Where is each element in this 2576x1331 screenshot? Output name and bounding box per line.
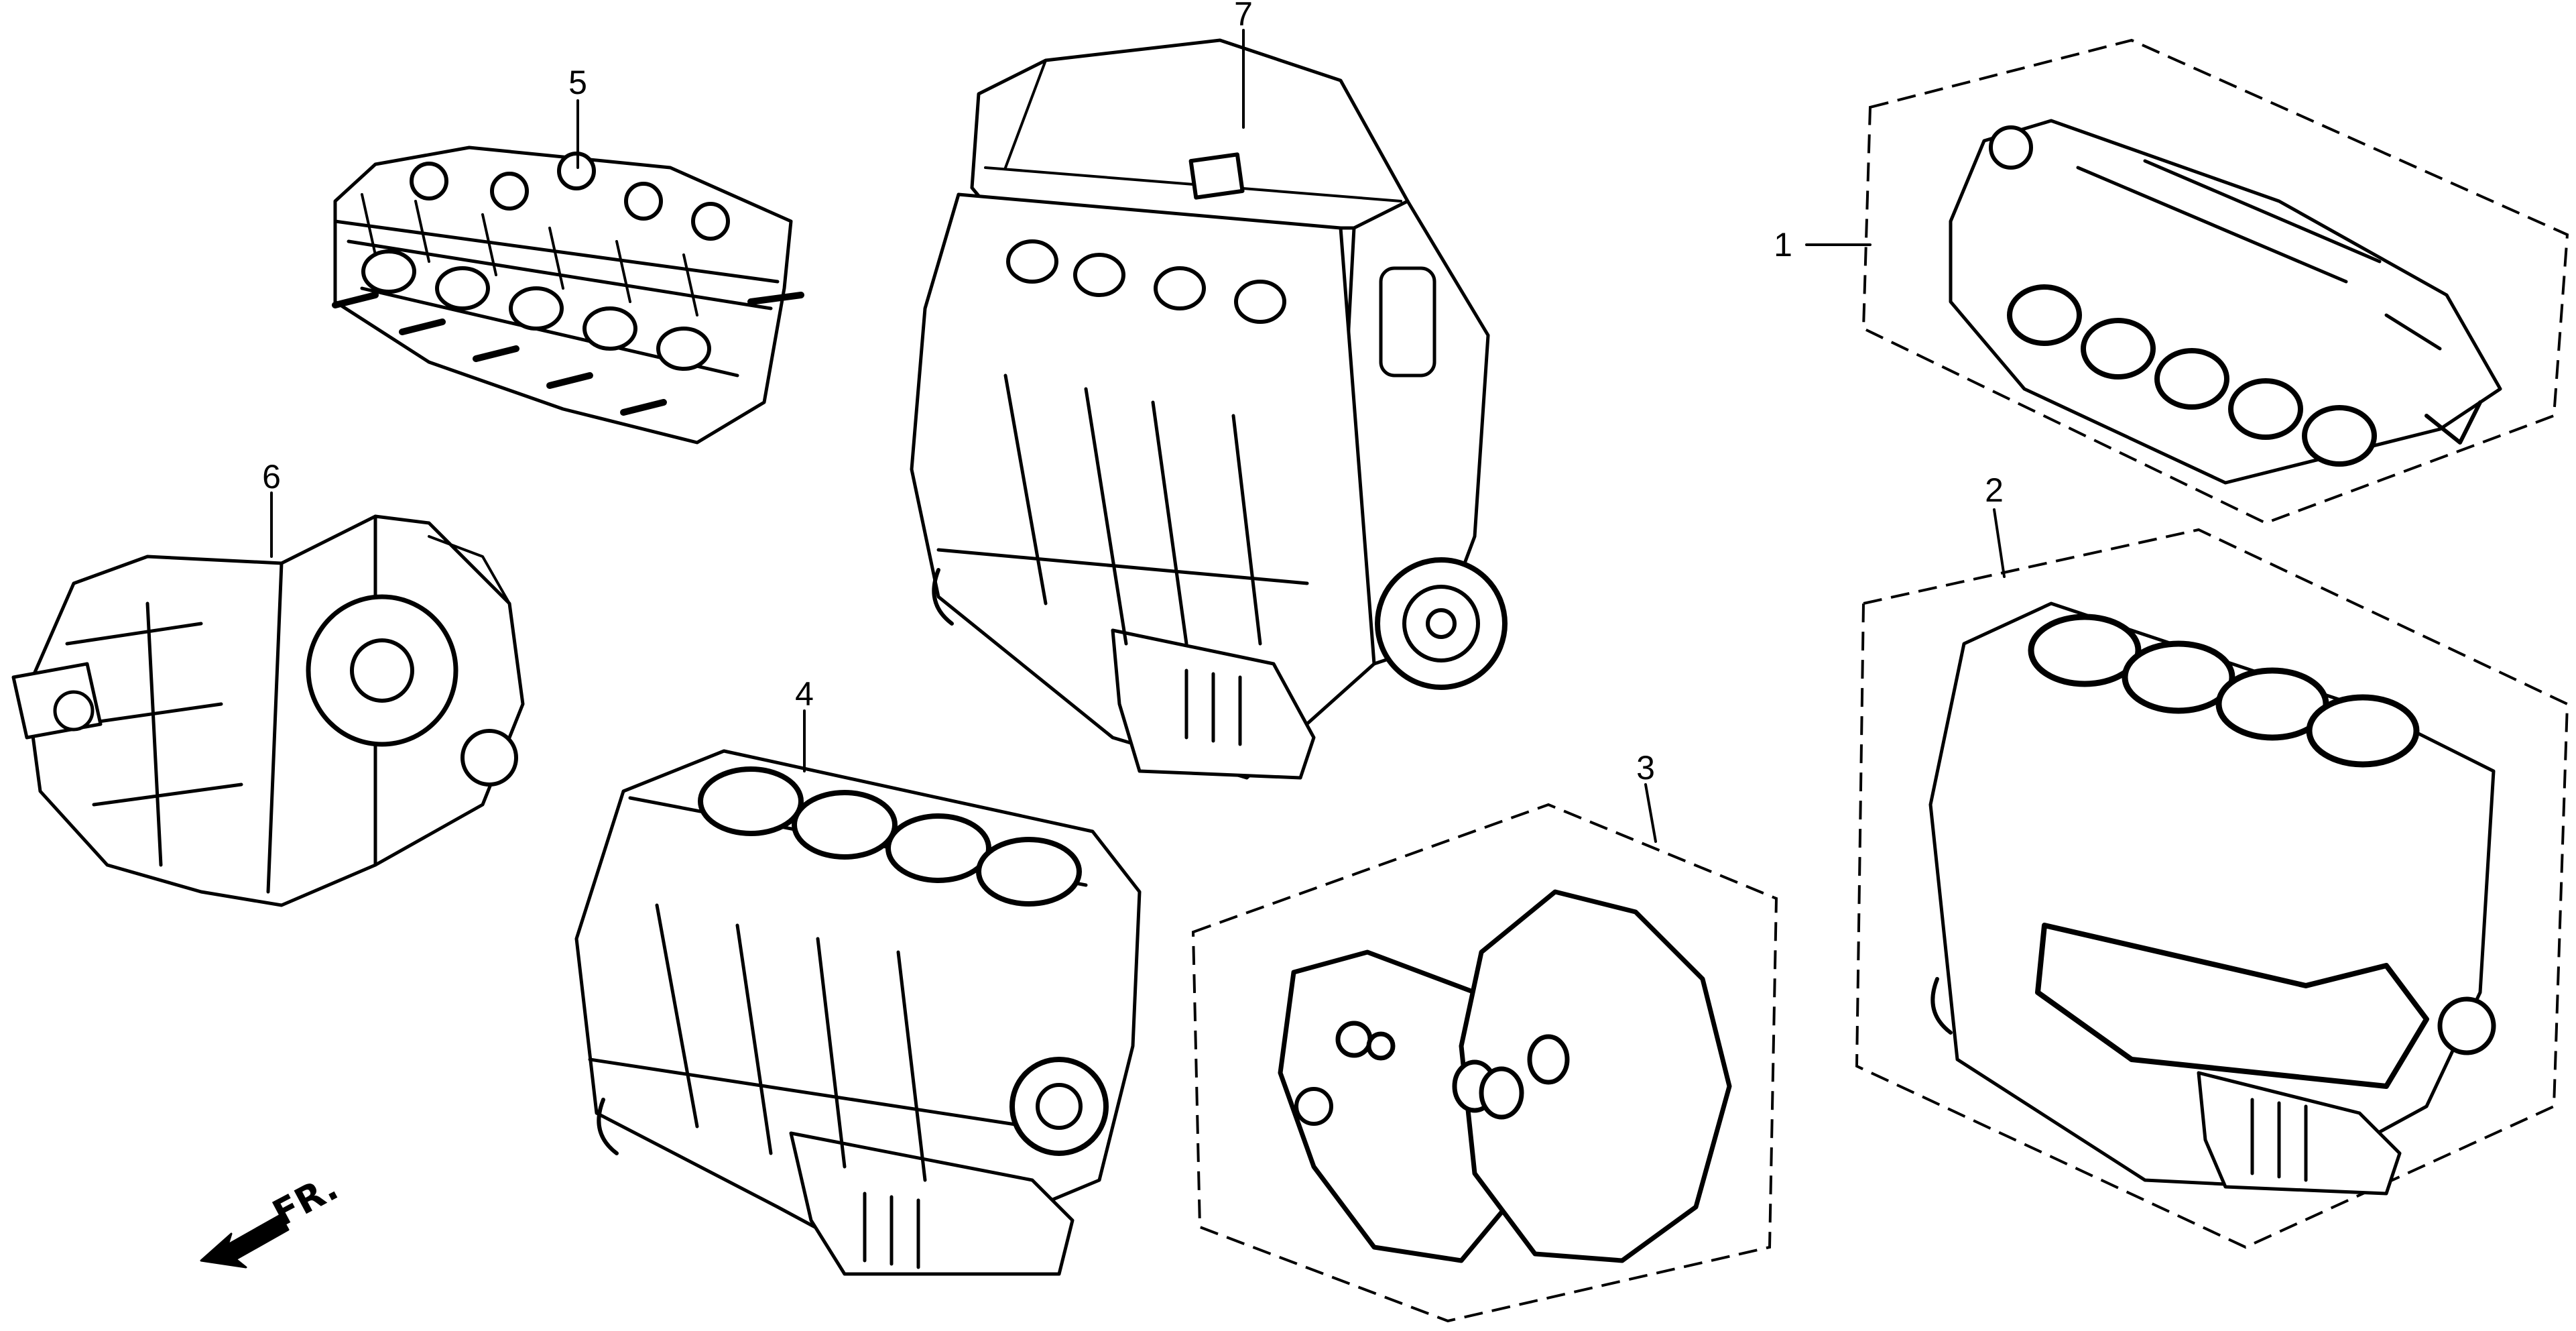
gasket-kit-cylinder-block[interactable] [1855, 528, 2569, 1249]
gasket-kit-cylinder-head[interactable] [1861, 38, 2569, 525]
starter-motor [11, 662, 103, 740]
transmission-assembly[interactable] [11, 514, 525, 907]
callout-number-4: 4 [795, 675, 814, 713]
cylinder-head-assembly[interactable] [332, 146, 804, 445]
block-gasket-bores [2028, 614, 2420, 768]
head-gasket-ports [2007, 284, 2377, 467]
cylinder-bores [698, 766, 1082, 907]
camshaft-lobes [410, 152, 730, 241]
gasket-kit-transmission[interactable] [1191, 803, 1778, 1323]
callout-number-1: 1 [1774, 226, 1792, 264]
head-studs [332, 292, 804, 416]
engine-assembly[interactable] [910, 38, 1508, 780]
head-ports [361, 249, 711, 371]
callout-number-3: 3 [1636, 749, 1655, 787]
callout-number-5: 5 [568, 64, 587, 101]
callout-number-2: 2 [1985, 471, 2004, 509]
front-direction-indicator: FR. [200, 1166, 345, 1269]
callout-number-6: 6 [262, 458, 281, 496]
front-arrow-icon [200, 1214, 290, 1269]
gasket-seals [1294, 1021, 1570, 1126]
leader-lines [270, 29, 2006, 843]
callout-number-7: 7 [1234, 0, 1253, 33]
engine-block-assembly[interactable] [574, 749, 1142, 1276]
